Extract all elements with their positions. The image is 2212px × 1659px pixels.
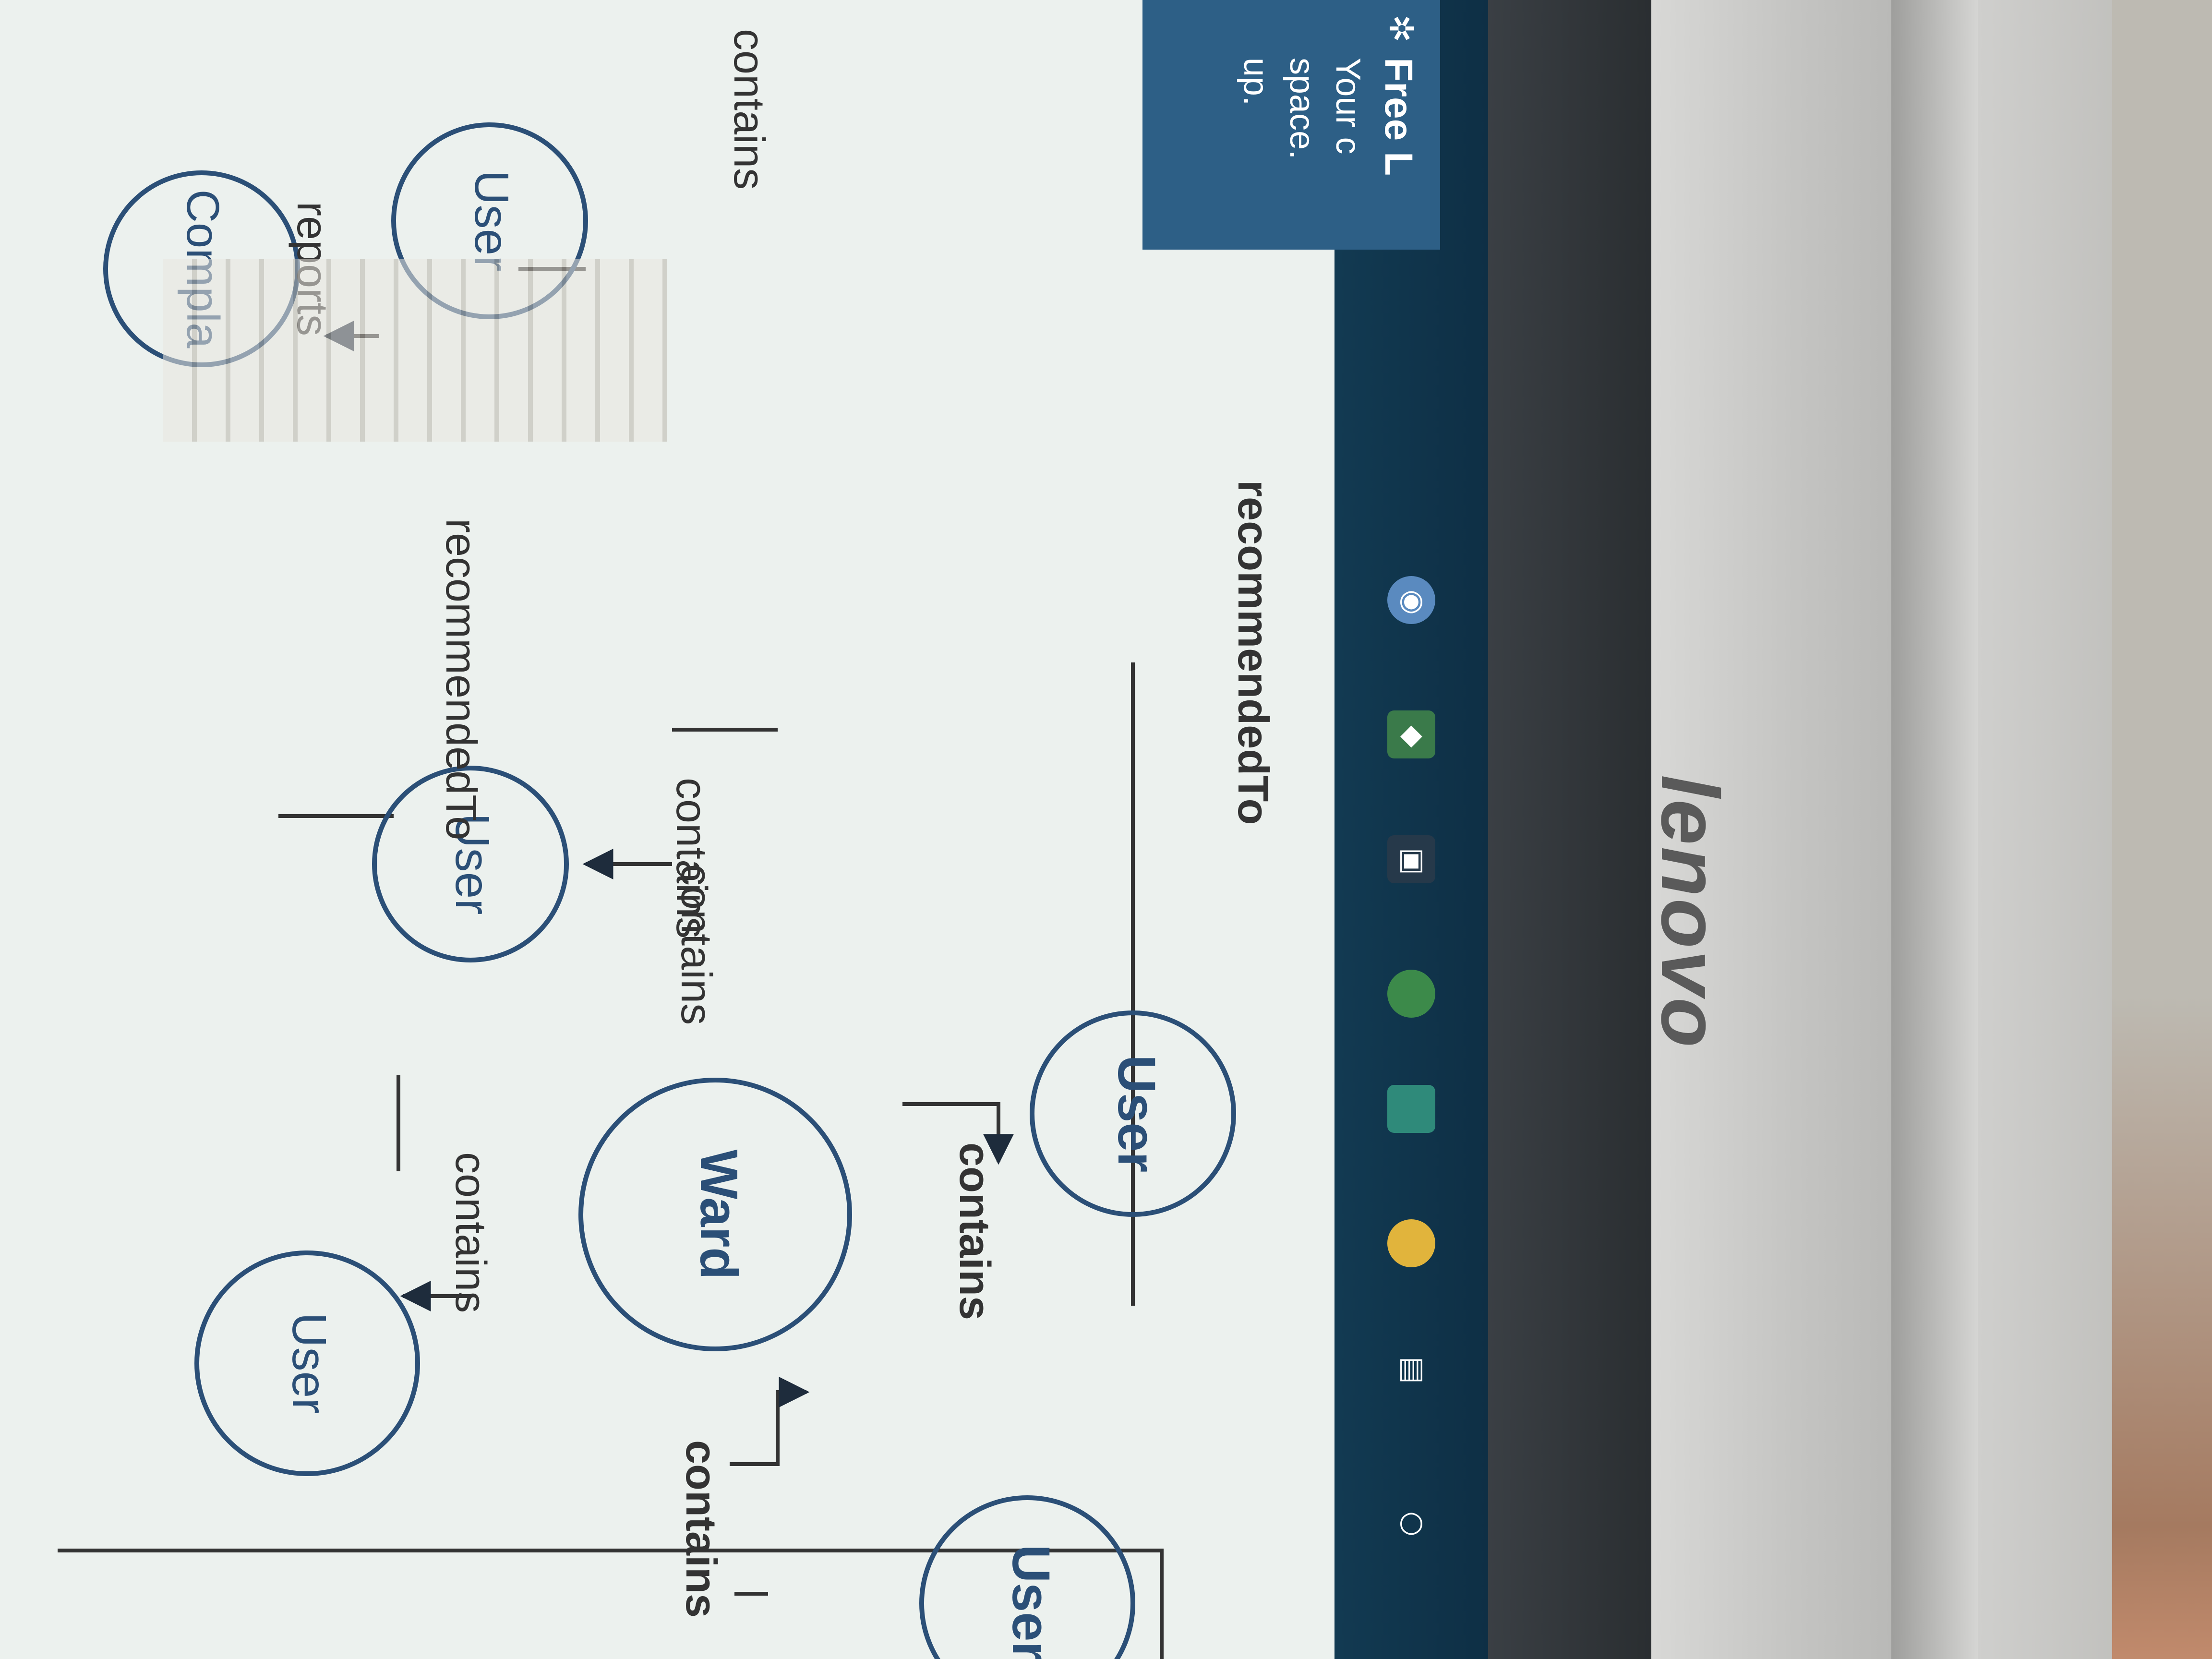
edge-label: contains [677,1440,725,1618]
edge-label: contains [950,1142,998,1320]
toast-title: Free L [1377,58,1420,176]
toast-body-line: space. [1283,58,1321,160]
user-node-label: User [282,1312,336,1414]
app-icon[interactable] [1387,1085,1435,1133]
edge-label: recommendedTo [1229,480,1277,825]
window-reflection [163,259,667,442]
ward-label: Ward [689,1150,748,1280]
app-icon[interactable] [1387,970,1435,1018]
search-icon[interactable]: ○ [1398,1505,1424,1539]
edge-label: recommendedTo [437,518,485,840]
app-icon[interactable]: ▣ [1387,835,1435,883]
laptop-frame [1651,0,1891,1659]
edge-line [58,1549,1164,1659]
edge-line [902,1102,1014,1165]
app-icon[interactable] [1387,1219,1435,1267]
task-view-icon[interactable]: ▥ [1397,1351,1425,1385]
background-corner [2112,0,2212,1659]
user-node [919,1495,1135,1659]
edge-line [730,1377,810,1466]
taskbar: ○ ▥ ▣ ◆ ◉ [1334,0,1488,1659]
brand-logo-text: lenovo [1644,775,1735,1049]
laptop-frame-edge [1891,0,1978,1659]
ward-node [578,1078,852,1351]
notification-toast[interactable]: ✲ Free L Your c space. up. [1142,0,1440,250]
diagram-canvas: Ward User User User User User Compla rec… [58,29,1277,1659]
edge-label: contains [725,29,773,190]
toast-body-line: Your c [1329,58,1367,155]
edge-label: contains [672,864,720,1025]
user-node [1030,1010,1236,1217]
edge-label: contains [667,778,715,938]
user-node [372,766,569,962]
user-node-label: User [1107,1055,1166,1173]
user-node-label: User [445,813,499,914]
brand-logo: lenovo [1644,744,1735,1080]
user-node-label: User [1001,1545,1060,1659]
user-node [194,1250,420,1476]
laptop-screen: Ward User User User User User Compla rec… [0,0,1334,1659]
user-node-label: User [465,170,518,271]
app-icon[interactable]: ◆ [1387,710,1435,758]
chrome-icon[interactable]: ◉ [1387,576,1435,624]
edge-label: contains [446,1152,494,1313]
screen-bezel [1488,0,1651,1659]
gear-icon: ✲ [1382,14,1420,43]
toast-body-line: up. [1237,58,1275,106]
